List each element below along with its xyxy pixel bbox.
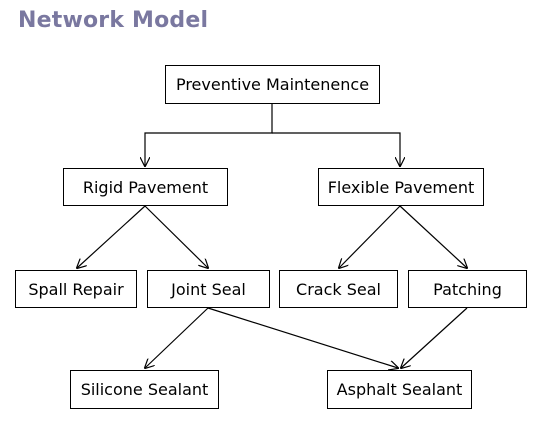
node-spall-repair: Spall Repair xyxy=(15,270,137,308)
node-rigid-pavement: Rigid Pavement xyxy=(63,168,228,206)
edge-root-flexible xyxy=(272,132,400,166)
node-patching: Patching xyxy=(408,270,527,308)
edge-patching-asphalt xyxy=(401,307,468,368)
edge-rigid-joint xyxy=(144,205,208,268)
node-crack-seal: Crack Seal xyxy=(279,270,398,308)
node-preventive-maintenance: Preventive Maintenence xyxy=(165,65,380,104)
node-asphalt-sealant: Asphalt Sealant xyxy=(327,370,472,409)
node-flexible-pavement: Flexible Pavement xyxy=(318,168,484,206)
node-joint-seal: Joint Seal xyxy=(147,270,270,308)
edge-root-rigid xyxy=(145,104,273,166)
node-silicone-sealant: Silicone Sealant xyxy=(70,370,219,409)
edge-rigid-spall xyxy=(77,205,146,268)
edge-flexible-patching xyxy=(399,205,467,268)
edge-joint-asphalt xyxy=(207,307,398,368)
diagram-title: Network Model xyxy=(18,8,209,33)
edge-joint-silicone xyxy=(145,307,209,368)
edge-flexible-crack xyxy=(339,205,401,268)
